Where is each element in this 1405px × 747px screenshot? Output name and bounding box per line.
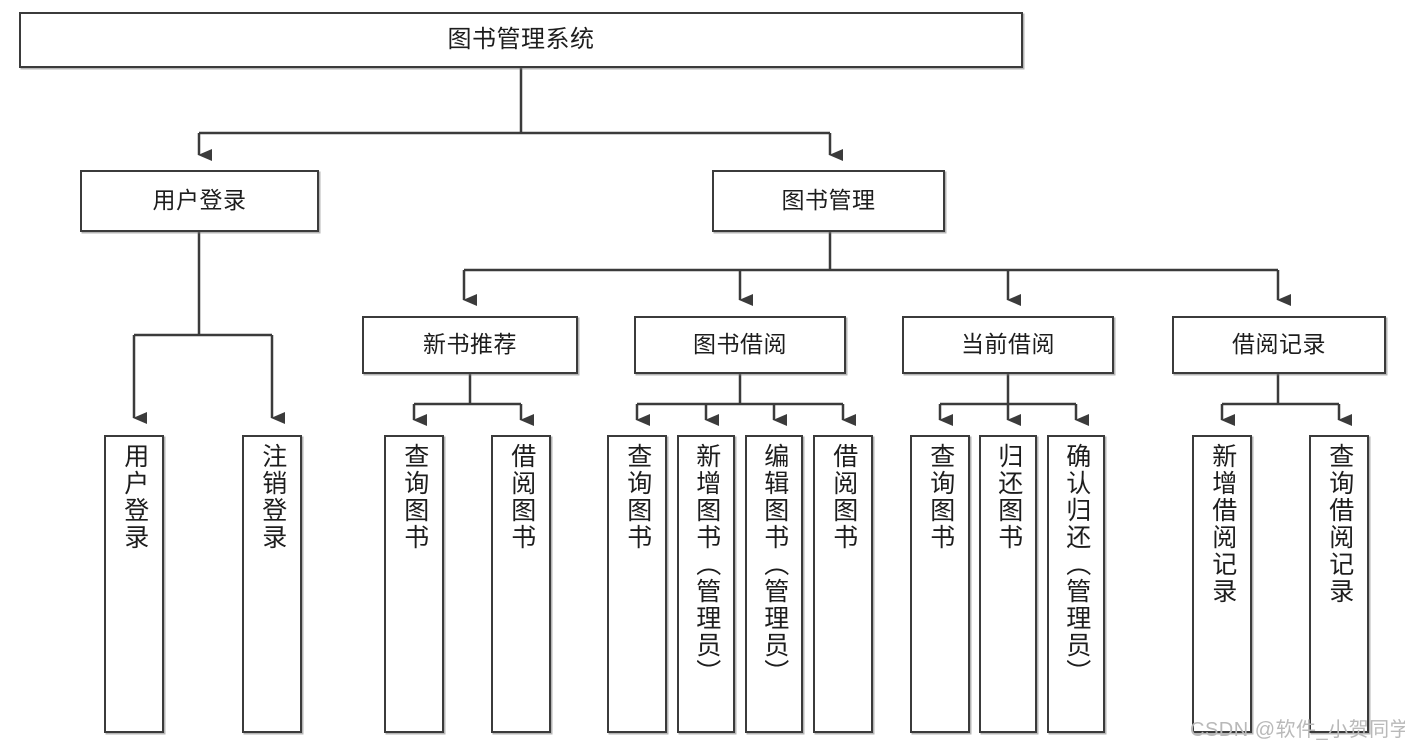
- node-label: 查询图书: [623, 443, 652, 551]
- node-new-book-recommend[interactable]: 新书推荐: [362, 316, 578, 374]
- node-label: 注销登录: [258, 443, 287, 551]
- node-label: 借阅图书: [507, 443, 536, 551]
- node-leaf-borrow-book-recommend[interactable]: 借阅图书: [491, 435, 551, 733]
- node-leaf-add-borrow-record[interactable]: 新增借阅记录: [1192, 435, 1252, 733]
- node-label: 新书推荐: [423, 331, 517, 358]
- node-book-management[interactable]: 图书管理: [712, 170, 945, 232]
- node-user-login[interactable]: 用户登录: [80, 170, 319, 232]
- node-label: 编辑图书（管理员）: [760, 443, 789, 686]
- node-leaf-borrow-book[interactable]: 借阅图书: [813, 435, 873, 733]
- node-current-borrow[interactable]: 当前借阅: [902, 316, 1114, 374]
- watermark-text: CSDN @软件_小贺同学: [1190, 719, 1405, 741]
- node-label: 新增借阅记录: [1208, 443, 1237, 605]
- node-label: 当前借阅: [961, 331, 1055, 358]
- node-label: 查询借阅记录: [1325, 443, 1354, 605]
- node-label: 用户登录: [152, 187, 247, 214]
- node-leaf-query-borrow-record[interactable]: 查询借阅记录: [1309, 435, 1369, 733]
- node-borrow-record[interactable]: 借阅记录: [1172, 316, 1386, 374]
- node-label: 查询图书: [926, 443, 955, 551]
- node-label: 图书借阅: [693, 331, 787, 358]
- node-label: 图书管理系统: [447, 25, 595, 53]
- node-label: 归还图书: [994, 443, 1023, 551]
- node-label: 借阅图书: [829, 443, 858, 551]
- node-label: 查询图书: [400, 443, 429, 551]
- node-leaf-logout-login[interactable]: 注销登录: [242, 435, 302, 733]
- node-leaf-return-book[interactable]: 归还图书: [979, 435, 1037, 733]
- node-leaf-query-book-current[interactable]: 查询图书: [910, 435, 970, 733]
- node-book-borrow[interactable]: 图书借阅: [634, 316, 846, 374]
- node-label: 新增图书（管理员）: [692, 443, 721, 686]
- node-leaf-query-book-borrow[interactable]: 查询图书: [607, 435, 667, 733]
- node-leaf-user-login[interactable]: 用户登录: [104, 435, 164, 733]
- node-label: 用户登录: [120, 443, 149, 551]
- node-leaf-edit-book[interactable]: 编辑图书（管理员）: [745, 435, 803, 733]
- node-leaf-confirm-return[interactable]: 确认归还（管理员）: [1047, 435, 1105, 733]
- node-root-book-management-system[interactable]: 图书管理系统: [19, 12, 1023, 68]
- node-label: 确认归还（管理员）: [1062, 443, 1091, 686]
- node-label: 借阅记录: [1232, 331, 1326, 358]
- node-label: 图书管理: [781, 187, 876, 214]
- node-leaf-add-book[interactable]: 新增图书（管理员）: [677, 435, 735, 733]
- node-leaf-query-book-recommend[interactable]: 查询图书: [384, 435, 444, 733]
